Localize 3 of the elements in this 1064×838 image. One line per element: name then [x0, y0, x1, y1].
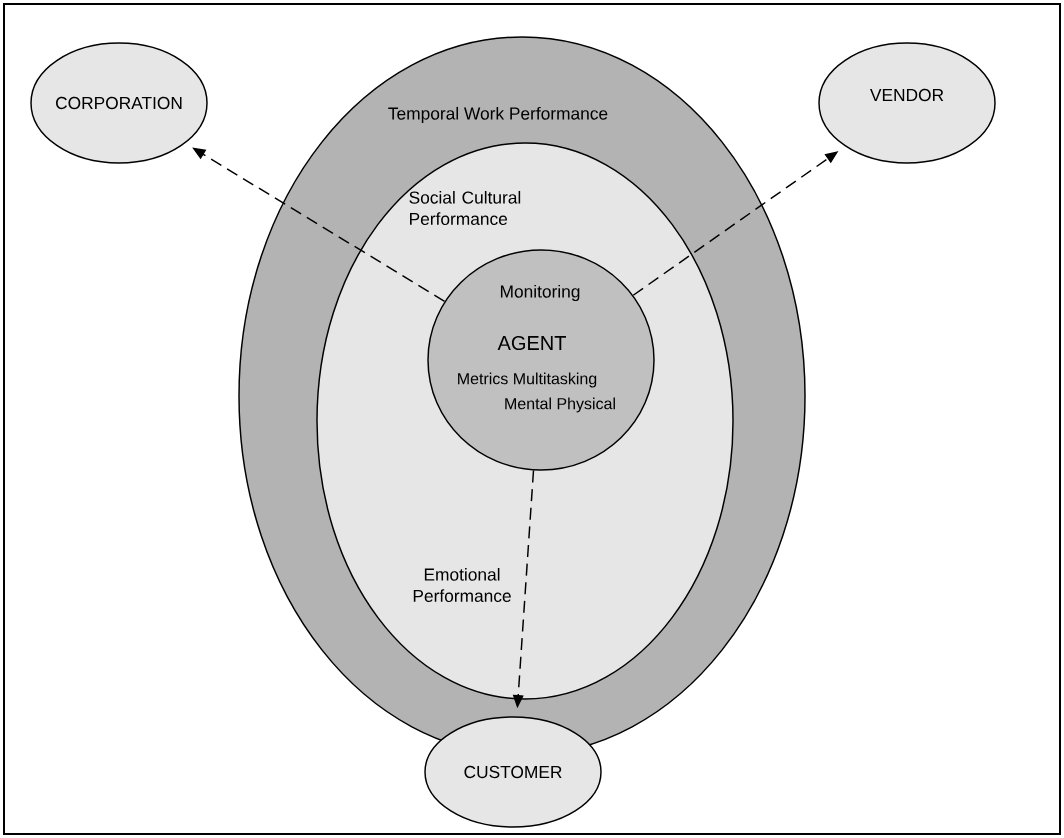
ellipse-node: CUSTOMER: [424, 716, 602, 828]
ellipse-node: VENDOR: [818, 42, 996, 164]
ellipse-node: CORPORATION: [30, 42, 208, 164]
